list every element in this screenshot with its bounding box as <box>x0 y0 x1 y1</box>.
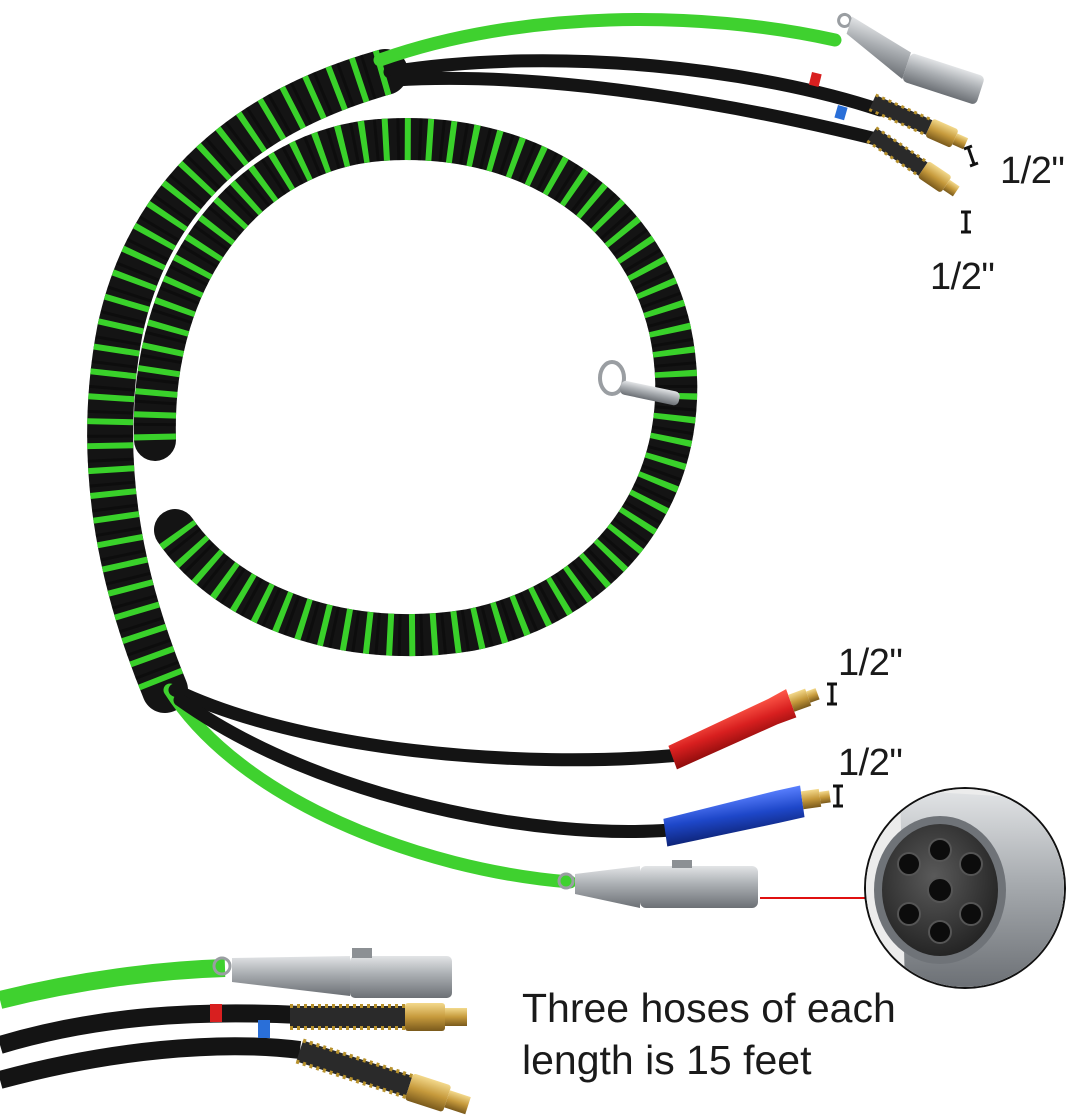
hose-black-bottom-2 <box>173 693 677 838</box>
hose-green-top <box>373 13 842 67</box>
product-caption: Three hoses of each length is 15 feet <box>522 982 896 1086</box>
caption-line-1: Three hoses of each <box>522 985 896 1031</box>
caption-line-2: length is 15 feet <box>522 1037 812 1083</box>
hose-black-top-2 <box>388 71 887 147</box>
hose-black-top-1 <box>383 54 887 117</box>
brass-fitting-icon <box>866 126 960 197</box>
hose-green-bottom <box>163 683 577 889</box>
plug-7-pin-icon <box>837 12 984 104</box>
brass-fitting-icon <box>868 93 969 150</box>
gladhand-icon <box>663 785 831 847</box>
plug-closeup <box>864 787 1066 989</box>
size-label-red-gladhand: 1/2" <box>838 642 903 684</box>
plug-7-pin-icon <box>557 860 758 908</box>
gladhand-icon <box>668 688 820 770</box>
size-label-top-1: 1/2" <box>1000 150 1065 192</box>
inset-hose-ends <box>0 948 471 1115</box>
clip-icon <box>598 360 680 406</box>
hose-black-bottom-1 <box>168 683 687 767</box>
size-label-blue-gladhand: 1/2" <box>838 742 903 784</box>
size-label-top-2: 1/2" <box>930 256 995 298</box>
